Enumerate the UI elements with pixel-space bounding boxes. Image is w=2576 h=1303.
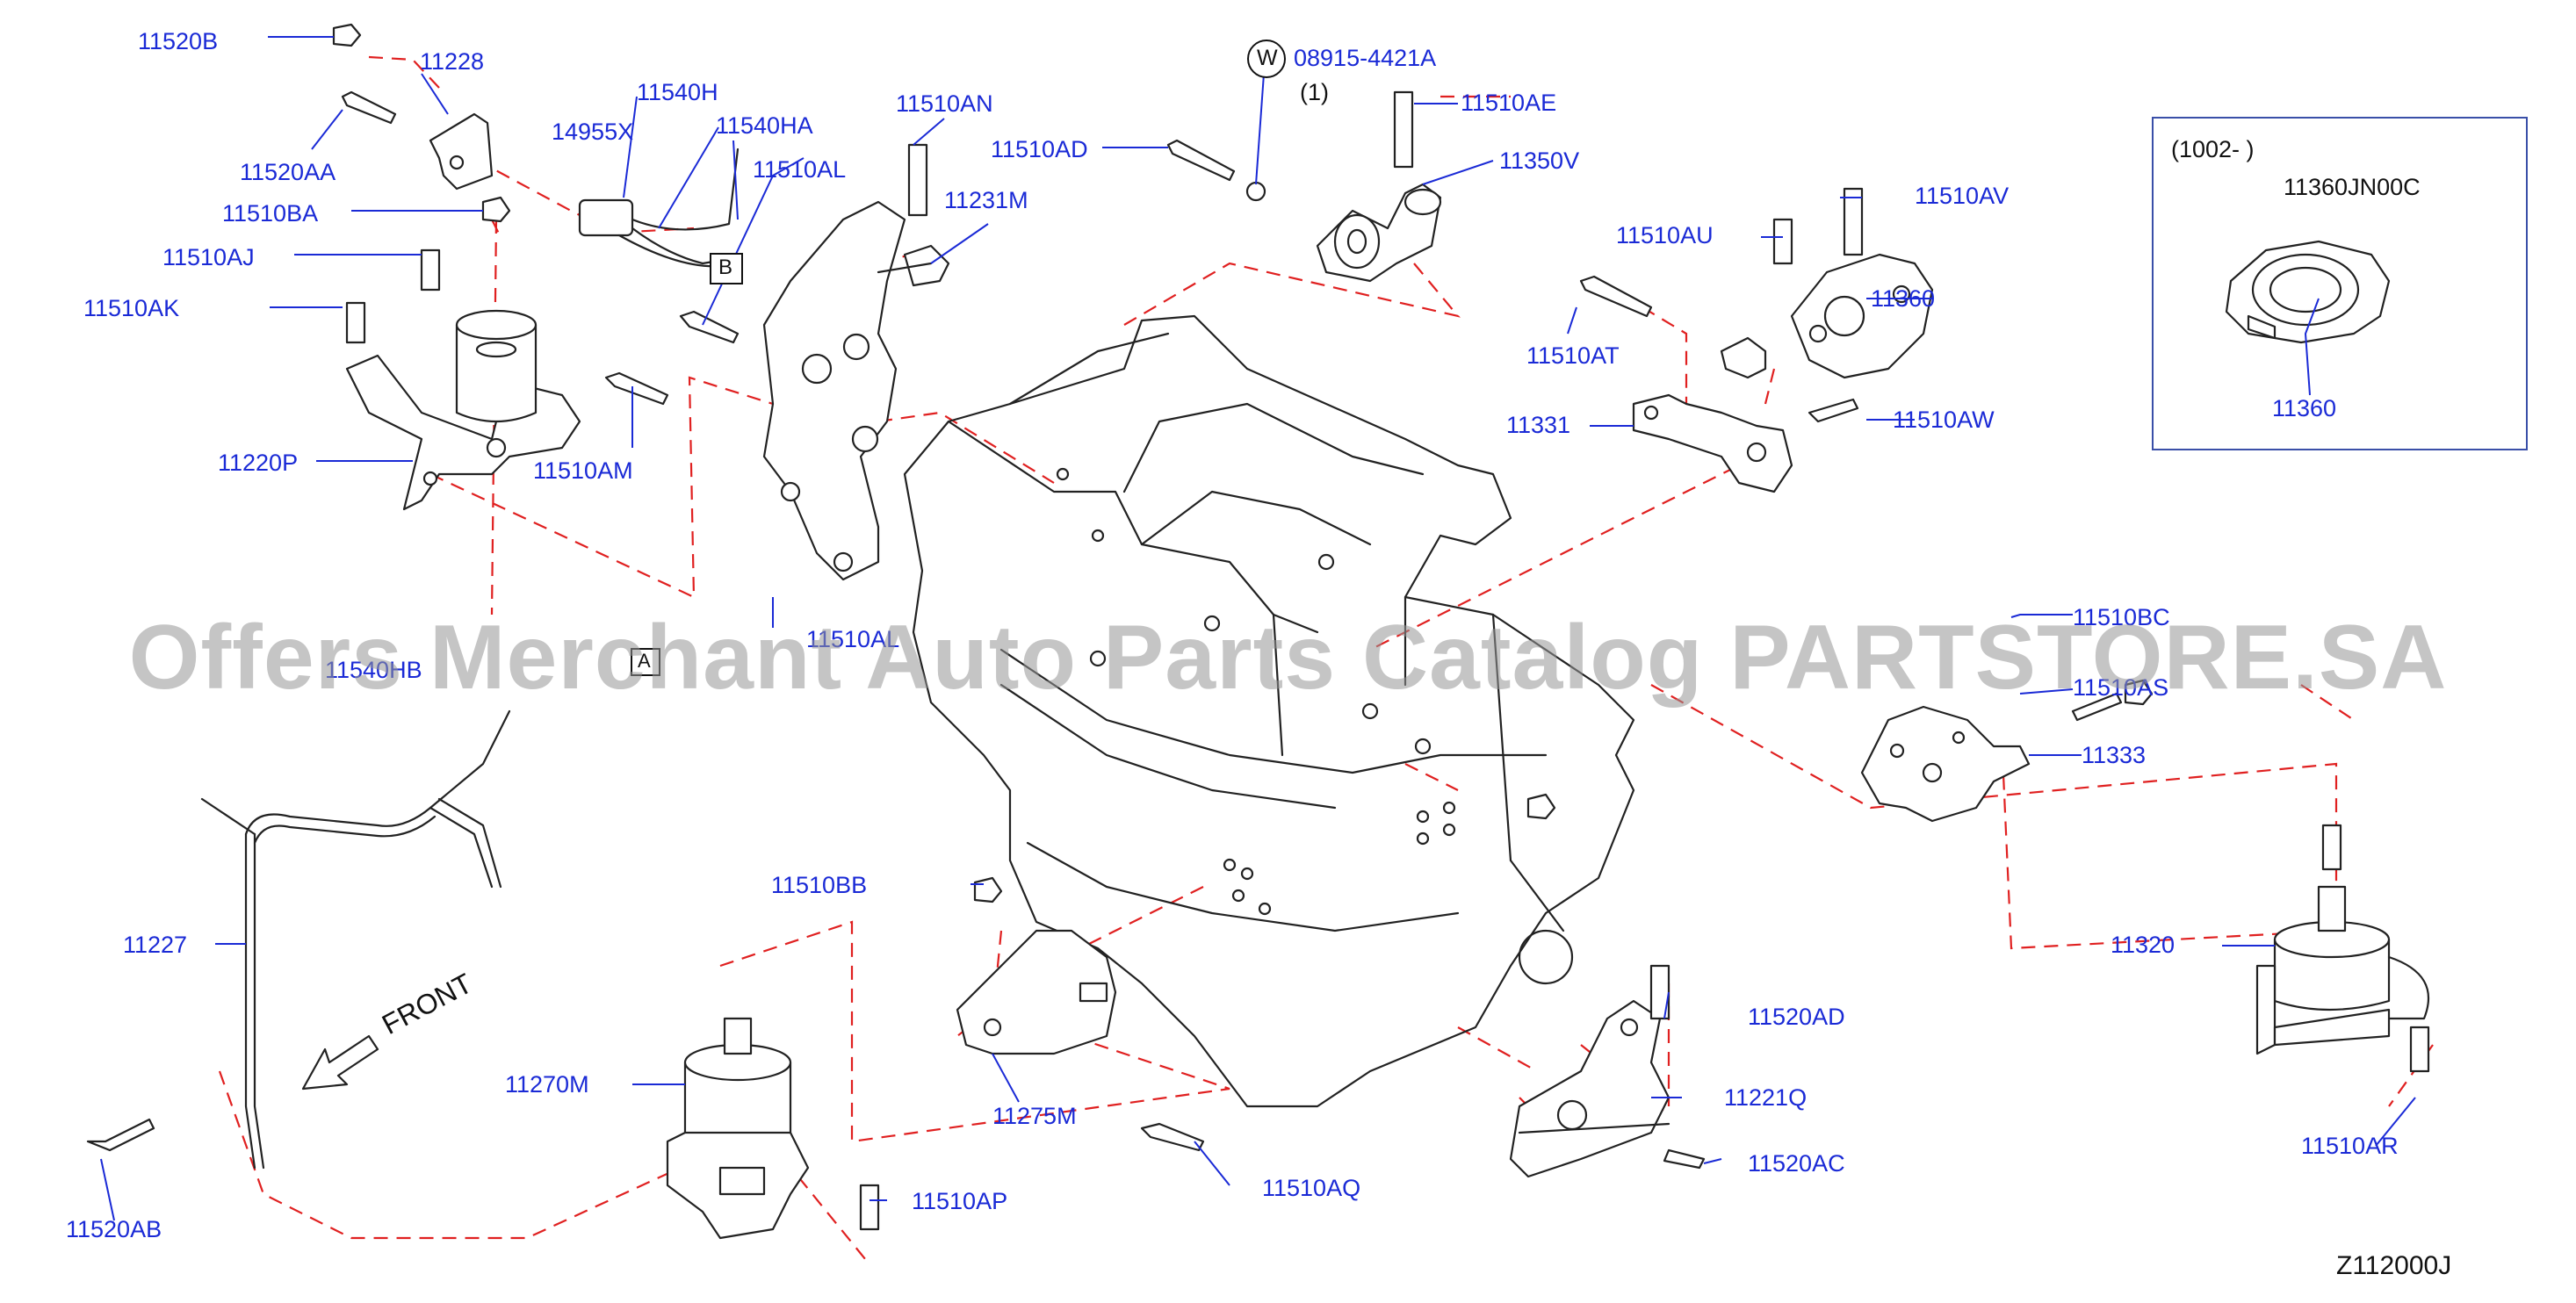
torque-rod-11350v — [1316, 183, 1442, 283]
part-11331[interactable]: 11331 — [1506, 412, 1571, 438]
part-11510bc[interactable]: 11510BC — [2073, 604, 2170, 630]
engine-block — [903, 314, 1635, 1108]
part-14955x[interactable]: 14955X — [552, 119, 634, 145]
part-11333[interactable]: 11333 — [2082, 742, 2147, 768]
inset-label[interactable]: 11360 — [2272, 395, 2337, 421]
part-11510ae[interactable]: 11510AE — [1461, 90, 1557, 116]
bracket-11228 — [429, 112, 494, 191]
part-11540hb[interactable]: 11540HB — [325, 657, 422, 683]
part-11275m[interactable]: 11275M — [992, 1103, 1077, 1129]
part-11350v[interactable]: 11350V — [1499, 148, 1580, 174]
mount-11270m — [666, 1017, 810, 1240]
part-11510aq[interactable]: 11510AQ — [1262, 1175, 1361, 1201]
bracket-11231m — [762, 200, 950, 581]
diagram-code: Z112000J — [2336, 1251, 2452, 1280]
bracket-11331 — [1632, 393, 1793, 493]
part-11270m[interactable]: 11270M — [505, 1071, 589, 1098]
part-11360[interactable]: 11360 — [1871, 285, 1936, 312]
washer-qty: (1) — [1300, 79, 1329, 105]
part-11510au[interactable]: 11510AU — [1616, 222, 1714, 248]
connector-a-label: A — [638, 650, 651, 672]
part-11320[interactable]: 11320 — [2111, 932, 2176, 958]
part-11520b[interactable]: 11520B — [138, 28, 219, 54]
connector-a-box: A — [631, 648, 660, 676]
bracket-11275m — [956, 929, 1117, 1055]
part-11540ha[interactable]: 11540HA — [716, 112, 813, 139]
part-11228[interactable]: 11228 — [420, 48, 485, 75]
part-11227[interactable]: 11227 — [123, 932, 188, 958]
part-11510bb[interactable]: 11510BB — [771, 872, 868, 898]
part-11510al-bottom[interactable]: 11510AL — [806, 626, 900, 652]
part-11510an[interactable]: 11510AN — [896, 90, 993, 117]
part-11510as[interactable]: 11510AS — [2073, 674, 2169, 701]
part-11520ad[interactable]: 11520AD — [1748, 1004, 1845, 1030]
part-11510av[interactable]: 11510AV — [1915, 183, 2010, 209]
connector-b-box: B — [710, 253, 743, 284]
inset-part-11360 — [2225, 240, 2391, 344]
inset-range: (1002- ) — [2171, 136, 2255, 162]
bolts — [86, 23, 2430, 1231]
mount-11221q — [1509, 999, 1670, 1178]
part-11510am[interactable]: 11510AM — [533, 457, 633, 484]
mount-11360 — [1720, 253, 1934, 379]
part-11510ad[interactable]: 11510AD — [991, 136, 1088, 162]
part-11510ak[interactable]: 11510AK — [83, 295, 180, 321]
bracket-11220p — [345, 309, 581, 511]
washer-letter: W — [1257, 46, 1278, 70]
inset-box: (1002- ) 11360JN00C 11360 — [2152, 117, 2528, 450]
rod-11227 — [200, 709, 511, 1170]
solenoid-14955x — [578, 148, 740, 268]
part-11231m[interactable]: 11231M — [944, 187, 1028, 213]
part-11520ac[interactable]: 11520AC — [1748, 1150, 1845, 1177]
part-11540h[interactable]: 11540H — [637, 79, 718, 105]
bracket-11333 — [1860, 705, 2031, 823]
part-11510at[interactable]: 11510AT — [1526, 342, 1620, 369]
part-11510aw[interactable]: 11510AW — [1893, 407, 1995, 433]
part-11221q[interactable]: 11221Q — [1724, 1084, 1808, 1111]
washer-symbol: W — [1247, 40, 1286, 78]
front-arrow — [301, 1034, 379, 1091]
part-11510aj[interactable]: 11510AJ — [162, 244, 255, 270]
watermark: Offers Merchant Auto Parts Catalog PARTS… — [128, 607, 2448, 709]
connector-b-label: B — [718, 256, 733, 279]
part-11510al-top[interactable]: 11510AL — [753, 156, 847, 183]
washer-part-no[interactable]: 08915-4421A — [1294, 45, 1437, 71]
part-11520aa[interactable]: 11520AA — [240, 159, 336, 185]
mount-11320 — [2255, 885, 2430, 1055]
part-11510ba[interactable]: 11510BA — [222, 200, 319, 227]
part-11510ar[interactable]: 11510AR — [2301, 1133, 2399, 1159]
part-11220p[interactable]: 11220P — [218, 450, 299, 476]
part-11520ab[interactable]: 11520AB — [66, 1216, 162, 1242]
part-11510ap[interactable]: 11510AP — [912, 1188, 1008, 1214]
inset-part-no: 11360JN00C — [2284, 174, 2421, 200]
